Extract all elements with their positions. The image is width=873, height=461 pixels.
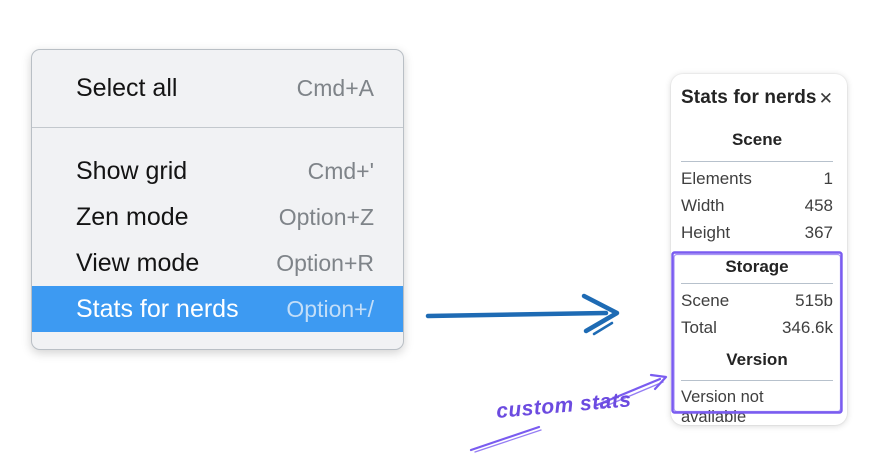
stat-label: Elements <box>681 168 752 188</box>
menu-item-stats-for-nerds[interactable]: Stats for nerds Option+/ <box>32 286 403 332</box>
menu-group-bottom: Show grid Cmd+' Zen mode Option+Z View m… <box>32 128 403 332</box>
stat-value: 346.6k <box>781 317 833 337</box>
close-icon[interactable]: ✕ <box>818 88 833 108</box>
stat-value: 1 <box>823 168 833 188</box>
custom-stats-note: custom stats <box>495 388 633 423</box>
connector-arrow <box>425 293 620 336</box>
menu-divider <box>32 127 403 128</box>
section-header-version: Version <box>726 350 788 369</box>
stat-row-height: Height 367 <box>681 219 833 246</box>
menu-item-shortcut: Option+Z <box>278 203 374 230</box>
menu-item-shortcut: Option+R <box>276 249 374 276</box>
context-menu: Select all Cmd+A Show grid Cmd+' Zen mod… <box>31 49 404 350</box>
section-divider <box>681 161 833 162</box>
menu-group-top: Select all Cmd+A <box>32 50 403 127</box>
version-note: Version not available <box>681 388 764 426</box>
stat-label: Scene <box>681 290 730 310</box>
menu-item-select-all[interactable]: Select all Cmd+A <box>32 65 403 111</box>
stat-value: 458 <box>804 195 833 215</box>
stat-label: Total <box>681 317 717 337</box>
menu-item-label: View mode <box>76 248 200 277</box>
menu-item-shortcut: Option+/ <box>286 295 374 322</box>
menu-item-label: Show grid <box>76 156 188 185</box>
stats-panel: Stats for nerds ✕ Scene Elements 1 Width… <box>671 74 847 426</box>
stat-row-total-storage: Total 346.6k <box>681 314 833 341</box>
stat-row-scene-storage: Scene 515b <box>681 287 833 314</box>
menu-item-label: Stats for nerds <box>76 294 239 323</box>
menu-item-zen-mode[interactable]: Zen mode Option+Z <box>32 194 403 240</box>
menu-item-shortcut: Cmd+' <box>307 157 374 184</box>
annotation-underline-stroke <box>469 425 542 453</box>
section-header-scene: Scene <box>731 130 783 149</box>
menu-item-show-grid[interactable]: Show grid Cmd+' <box>32 148 403 194</box>
section-divider <box>681 380 833 381</box>
stat-label: Width <box>681 195 725 215</box>
menu-item-shortcut: Cmd+A <box>296 74 374 101</box>
section-divider <box>681 283 833 284</box>
stat-value: 367 <box>804 222 833 242</box>
stat-row-width: Width 458 <box>681 192 833 219</box>
menu-item-view-mode[interactable]: View mode Option+R <box>32 240 403 286</box>
stat-row-elements: Elements 1 <box>681 165 833 192</box>
stat-label: Height <box>681 222 731 242</box>
stats-panel-titlebar: Stats for nerds ✕ <box>681 87 833 108</box>
stat-value: 515b <box>795 290 833 310</box>
menu-item-label: Select all <box>76 73 178 102</box>
section-header-storage: Storage <box>725 257 789 276</box>
menu-item-label: Zen mode <box>76 202 189 231</box>
stats-panel-title: Stats for nerds <box>681 87 817 108</box>
